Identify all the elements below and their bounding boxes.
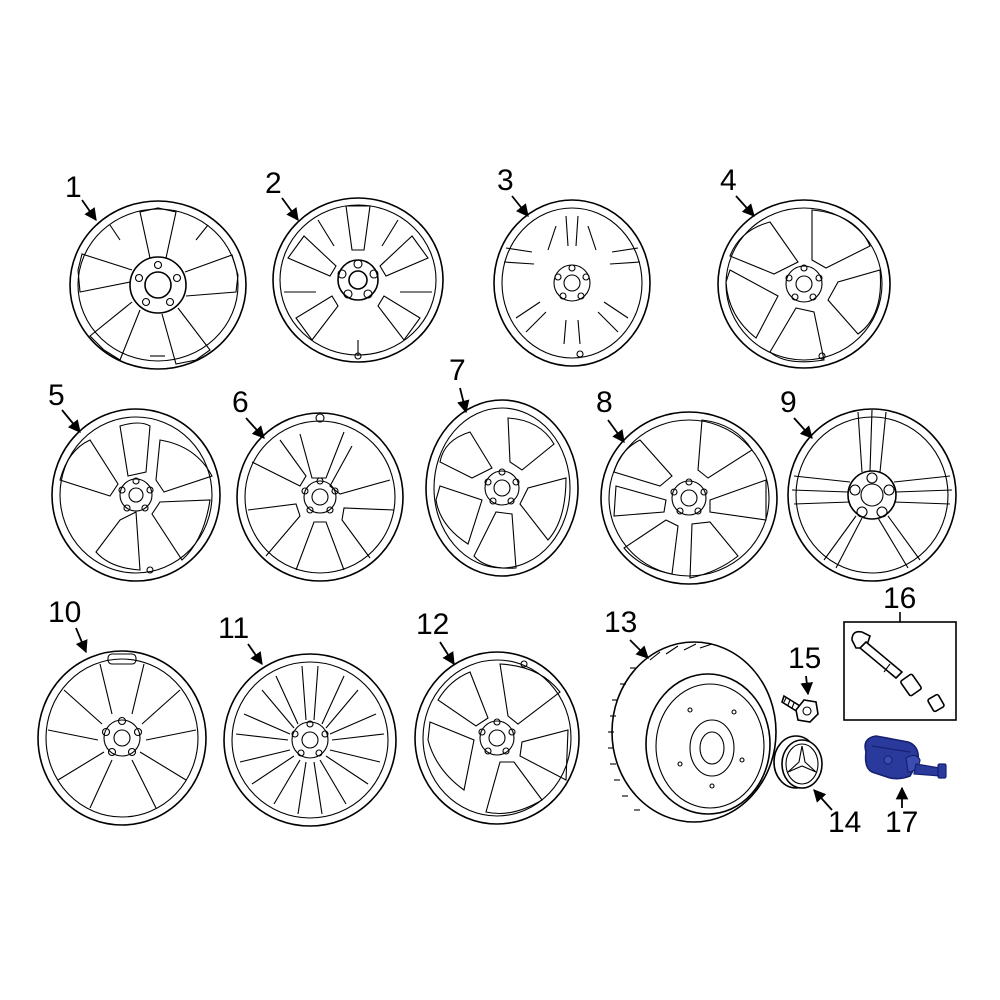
tire-13[interactable] xyxy=(608,641,777,823)
wheel-5[interactable] xyxy=(51,408,221,582)
callout-14: 14 xyxy=(828,806,861,839)
callout-3: 3 xyxy=(497,164,514,197)
valve-kit-16[interactable] xyxy=(843,621,957,721)
callout-6: 6 xyxy=(232,386,249,419)
wheel-1[interactable] xyxy=(69,200,247,370)
callout-7: 7 xyxy=(449,354,466,387)
callout-9: 9 xyxy=(780,386,797,419)
callout-5: 5 xyxy=(48,379,65,412)
callout-13: 13 xyxy=(604,606,637,639)
wheel-4[interactable] xyxy=(717,199,891,369)
wheel-8[interactable] xyxy=(600,411,778,585)
wheel-12[interactable] xyxy=(414,651,580,825)
wheel-2[interactable] xyxy=(272,197,444,363)
callout-10: 10 xyxy=(48,596,81,629)
callout-2: 2 xyxy=(265,167,282,200)
wheel-10[interactable] xyxy=(37,650,207,826)
callout-15: 15 xyxy=(788,642,821,675)
callout-8: 8 xyxy=(596,386,613,419)
callout-17: 17 xyxy=(885,806,918,839)
wheel-3[interactable] xyxy=(493,199,651,367)
callout-16: 16 xyxy=(883,582,916,615)
wheel-9[interactable] xyxy=(787,408,957,582)
callout-12: 12 xyxy=(416,608,449,641)
wheel-6[interactable] xyxy=(236,412,404,582)
tpms-sensor-17[interactable] xyxy=(864,735,947,780)
wheel-7[interactable] xyxy=(425,399,579,577)
callout-11: 11 xyxy=(218,612,249,645)
callout-4: 4 xyxy=(720,164,737,197)
callout-1: 1 xyxy=(65,171,82,204)
lug-bolt-15[interactable] xyxy=(781,694,819,723)
hub-cap-14[interactable] xyxy=(773,735,823,789)
wheel-11[interactable] xyxy=(223,653,397,827)
